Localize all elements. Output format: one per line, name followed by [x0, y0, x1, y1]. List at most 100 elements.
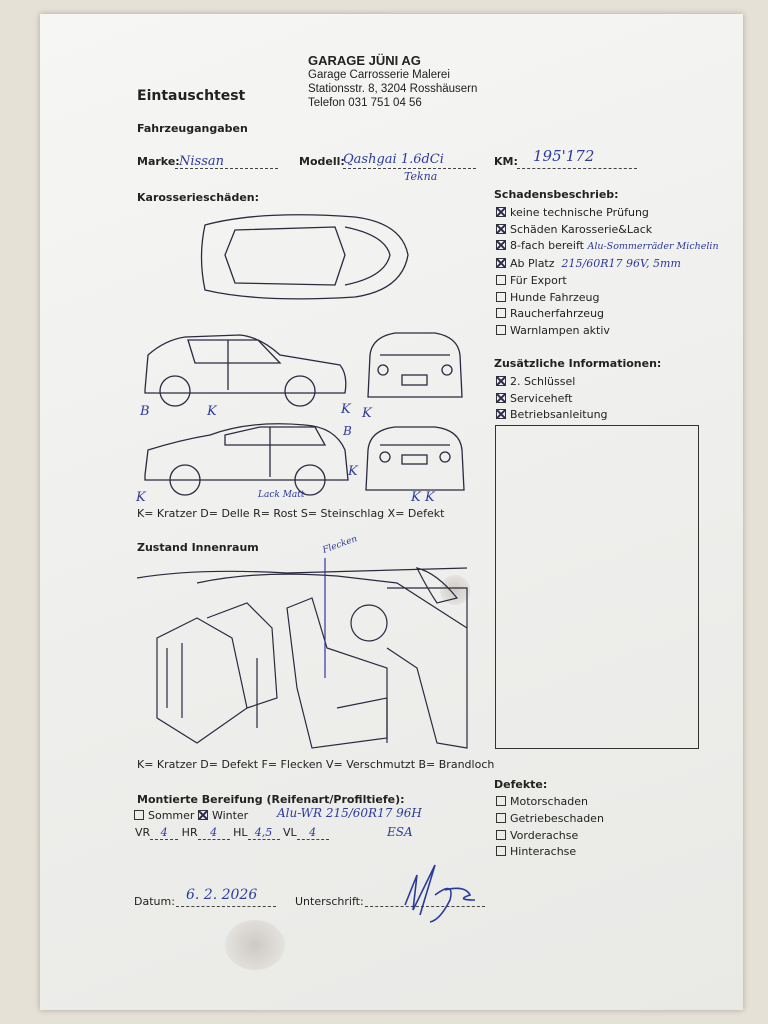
additional-info-title: Zusätzliche Informationen: [494, 357, 662, 370]
checkbox-item[interactable]: Getriebeschaden [496, 811, 604, 828]
handwritten-note: Alu-Sommerräder Michelin [587, 241, 719, 253]
checkbox-item[interactable]: Hunde Fahrzeug [496, 290, 719, 307]
checkbox-checked[interactable] [496, 409, 506, 420]
car-top-view [200, 214, 409, 300]
company-header: GARAGE JÜNI AG Garage Carrosserie Malere… [308, 54, 477, 110]
damage-mark: K [425, 490, 435, 505]
checkbox-item[interactable]: Betriebsanleitung [496, 407, 608, 424]
damage-mark: K [207, 404, 217, 419]
checkbox-item[interactable]: Serviceheft [496, 391, 608, 408]
body-damage-legend: K= Kratzer D= Delle R= Rost S= Steinschl… [137, 507, 445, 520]
checkbox[interactable] [496, 291, 506, 302]
stain [440, 575, 470, 605]
date-field[interactable]: 6. 2. 2026 [176, 884, 276, 907]
handwritten-note: 215/60R17 96V, 5mm [561, 257, 681, 271]
checkbox[interactable] [496, 324, 506, 335]
depth-value[interactable]: 4,5 [247, 826, 280, 840]
item-label: Für Export [510, 273, 567, 287]
damage-mark: B [343, 424, 352, 438]
car-diagrams [144, 214, 465, 496]
item-label: Betriebsanleitung [510, 408, 608, 422]
company-subtitle: Garage Carrosserie Malerei [308, 69, 450, 81]
damage-mark: B [140, 404, 150, 419]
depth-value[interactable]: 4 [296, 826, 329, 840]
car-rear-view [365, 426, 465, 491]
damage-mark: K [341, 402, 351, 417]
checkbox[interactable] [496, 812, 506, 823]
checkbox-item[interactable]: Für Export [496, 273, 719, 290]
checkbox-item[interactable]: Vorderachse [496, 828, 604, 845]
checkbox-checked[interactable] [496, 207, 506, 217]
checkbox[interactable] [496, 829, 506, 840]
summer-checkbox[interactable] [134, 810, 144, 820]
km-value: 195'172 [533, 147, 595, 165]
tires-note-2: ESA [387, 825, 413, 839]
date-label: Datum: [134, 895, 175, 908]
interior-diagram [137, 558, 468, 749]
model-value: Qashgai 1.6dCi [343, 152, 444, 167]
checkbox[interactable] [496, 846, 506, 857]
stain [225, 920, 285, 970]
make-label: Marke: [137, 155, 180, 168]
depth-value[interactable]: 4 [150, 826, 179, 840]
checkbox-item[interactable]: keine technische Prüfung [496, 205, 719, 222]
signature-image [404, 864, 476, 923]
make-value: Nissan [179, 154, 224, 169]
checkbox-item[interactable]: Motorschaden [496, 794, 604, 811]
depth-label: HL [233, 826, 248, 839]
checkbox-checked[interactable] [496, 258, 506, 269]
model-field: Qashgai 1.6dCi [343, 148, 476, 169]
checkbox-item[interactable]: Raucherfahrzeug [496, 306, 719, 323]
company-phone: Telefon 031 751 04 56 [308, 97, 422, 109]
checkbox-item[interactable]: Hinterachse [496, 844, 604, 861]
car-front-view [367, 332, 463, 398]
company-address: Stationsstr. 8, 3204 Rosshäusern [308, 83, 478, 95]
damage-mark: K [362, 406, 372, 421]
depth-value[interactable]: 4 [197, 826, 230, 840]
damage-mark: K [411, 490, 421, 505]
km-field: 195'172 [517, 146, 637, 169]
item-label: Getriebeschaden [510, 811, 604, 825]
km-label: KM: [494, 155, 518, 168]
checkbox-item[interactable]: Warnlampen aktiv [496, 323, 719, 340]
depth-label: VL [283, 826, 297, 839]
interior-legend: K= Kratzer D= Defekt F= Flecken V= Versc… [137, 758, 495, 771]
tire-type-row: Sommer Winter [134, 809, 248, 822]
make-field: Nissan [175, 150, 278, 169]
winter-checkbox[interactable] [197, 810, 208, 820]
damage-mark: K [136, 490, 146, 505]
checkbox-checked[interactable] [496, 240, 506, 251]
defects-title: Defekte: [494, 778, 548, 791]
company-name: GARAGE JÜNI AG [308, 53, 421, 68]
checkbox[interactable] [496, 274, 506, 285]
date-value: 6. 2. 2026 [186, 887, 258, 903]
checkbox[interactable] [496, 796, 506, 806]
damage-mark: K [348, 464, 358, 479]
interior-title: Zustand Innenraum [137, 541, 259, 554]
checkbox-checked[interactable] [496, 223, 506, 234]
car-side-view-left [144, 334, 347, 407]
item-label: 8-fach bereift [510, 239, 584, 253]
checkbox[interactable] [496, 308, 506, 319]
checkbox-item[interactable]: 8-fach bereift Alu-Sommerräder Michelin [496, 238, 719, 256]
signature-field[interactable] [365, 890, 485, 907]
checkbox-checked[interactable] [496, 392, 506, 403]
item-label: Raucherfahrzeug [510, 307, 605, 321]
item-label: keine technische Prüfung [510, 206, 649, 219]
notes-box[interactable] [495, 425, 699, 749]
depth-label: VR [135, 826, 151, 839]
item-label: Serviceheft [510, 391, 573, 405]
model-value-trim: Tekna [404, 170, 438, 183]
document-sheet [40, 14, 743, 1010]
item-label: Schäden Karosserie&Lack [510, 222, 653, 236]
defects-list: Motorschaden Getriebeschaden Vorderachse… [496, 794, 604, 861]
item-label: Hinterachse [510, 845, 577, 859]
checkbox-item[interactable]: Ab Platz 215/60R17 96V, 5mm [496, 256, 719, 273]
checkbox-item[interactable]: 2. Schlüssel [496, 374, 608, 391]
checkbox-item[interactable]: Schäden Karosserie&Lack [496, 222, 719, 239]
tires-note: Alu-WR 215/60R17 96H [277, 806, 422, 820]
item-label: Warnlampen aktiv [510, 323, 610, 337]
form-title: Eintauschtest [137, 88, 246, 104]
vehicle-section-title: Fahrzeugangaben [137, 122, 248, 135]
checkbox-checked[interactable] [496, 376, 506, 386]
